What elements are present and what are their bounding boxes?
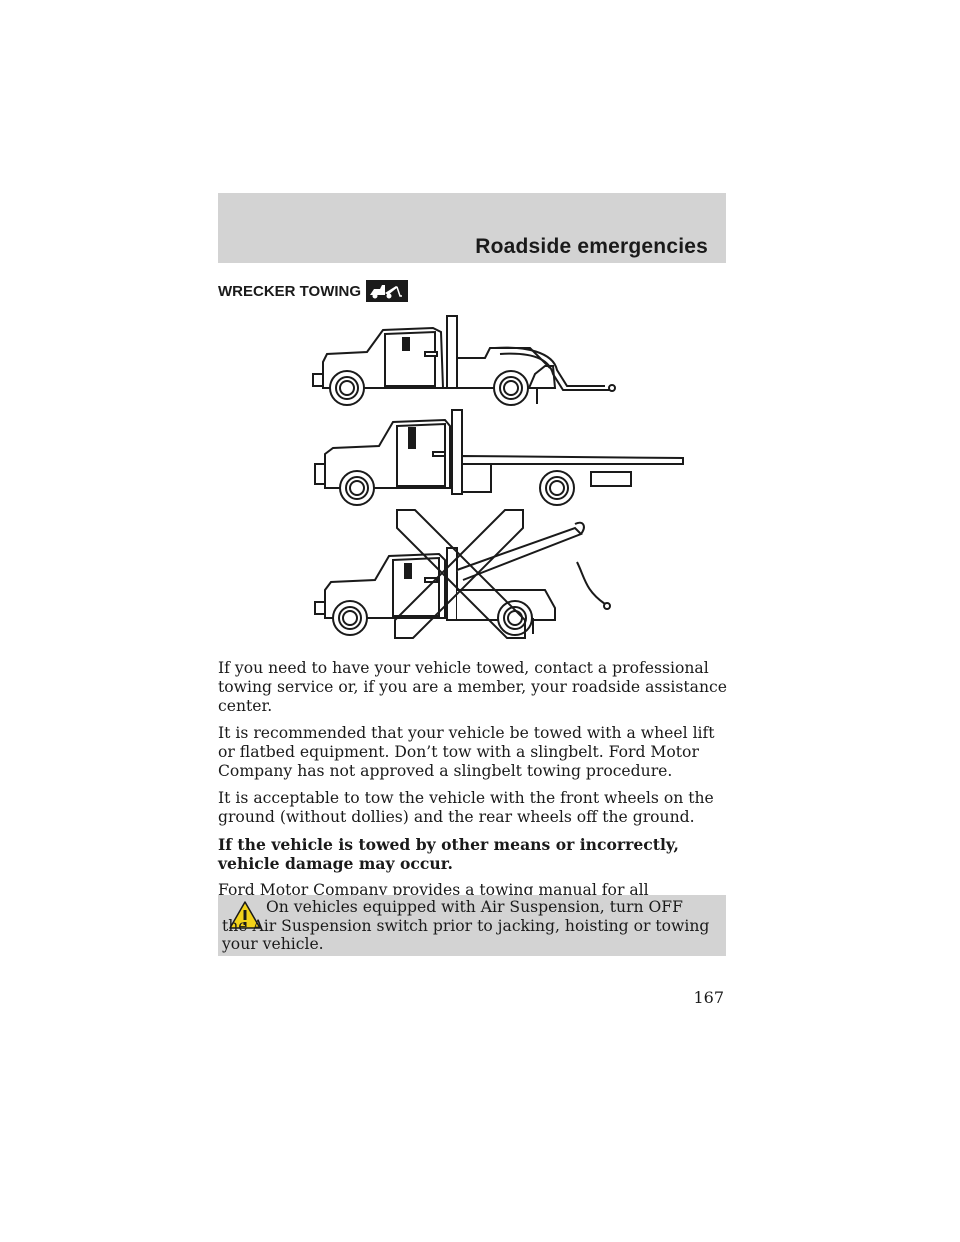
page-number: 167: [693, 988, 724, 1007]
warning-triangle-icon: [229, 901, 261, 929]
paragraph: It is acceptable to tow the vehicle with…: [218, 789, 714, 826]
towing-methods-illustration: [312, 315, 684, 639]
page-heading: WRECKER TOWING: [218, 282, 362, 300]
tow-truck-icon: [366, 280, 409, 302]
paragraph: It is recommended that your vehicle be t…: [218, 724, 715, 780]
slingbelt-tow-truck-crossed-out: [314, 509, 611, 639]
warning-box: On vehicles equipped with Air Suspension…: [218, 895, 726, 956]
section-title: Roadside emergencies: [475, 235, 708, 258]
warning-text: On vehicles equipped with Air Suspension…: [222, 898, 710, 953]
wheel-lift-tow-truck: [312, 315, 616, 406]
flatbed-tow-truck: [314, 409, 684, 506]
section-header: Roadside emergencies: [218, 193, 726, 263]
paragraph: If you need to have your vehicle towed, …: [218, 659, 727, 715]
damage-warning-paragraph: If the vehicle is towed by other means o…: [218, 835, 679, 873]
heading-row: WRECKER TOWING: [218, 279, 409, 303]
